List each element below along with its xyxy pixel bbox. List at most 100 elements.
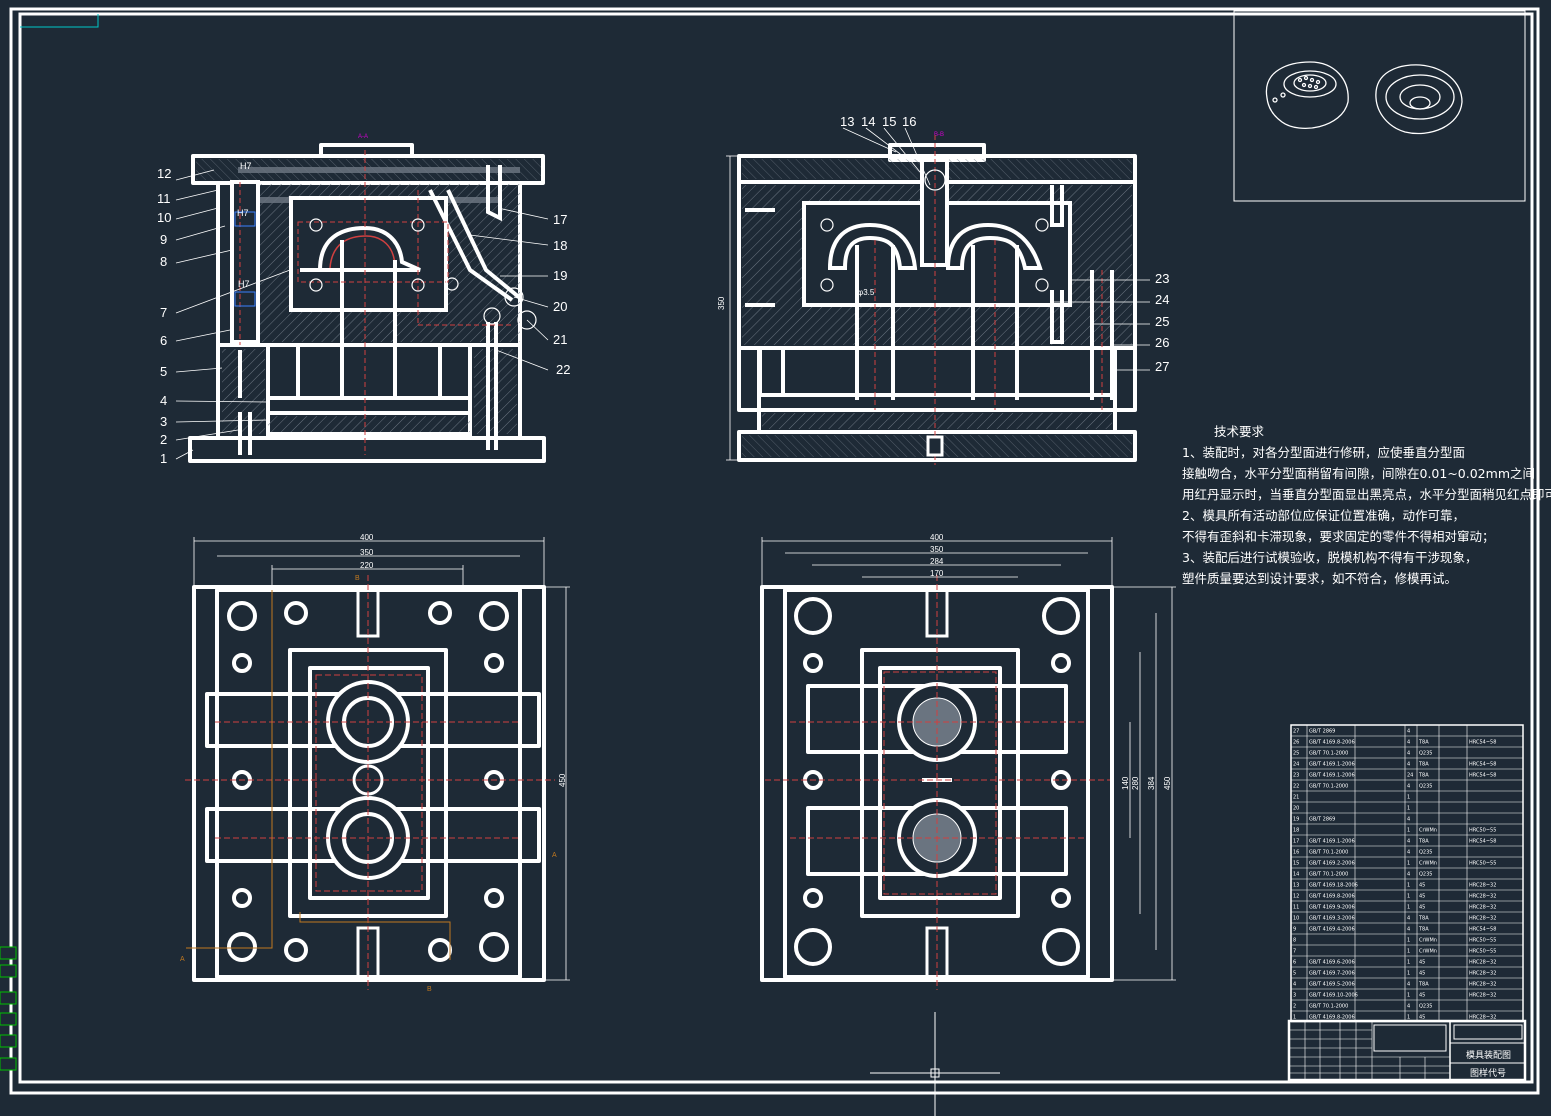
bom-cell: T8A — [1418, 927, 1429, 933]
bom-cell: 45 — [1419, 883, 1425, 889]
bom-cell: 1 — [1407, 1015, 1410, 1021]
section-view-a-a: A-A — [157, 134, 570, 466]
bom-cell: 4 — [1407, 839, 1410, 845]
callout-26: 26 — [1155, 335, 1169, 350]
section-tag-b: B-B — [934, 132, 944, 138]
bom-cell: HRC50~55 — [1469, 949, 1496, 955]
callout-23: 23 — [1155, 271, 1169, 286]
bom-cell: 27 — [1293, 729, 1299, 735]
bom-cell: 45 — [1419, 960, 1425, 966]
bom-cell: GB/T 70.1-2000 — [1309, 784, 1348, 790]
dim-plan-right-280: 280 — [1131, 776, 1140, 790]
bom-cell: GB/T 2869 — [1309, 729, 1335, 735]
bom-cell: T8A — [1418, 773, 1429, 779]
title-block: 模具装配图 图样代号 — [1287, 1019, 1527, 1082]
callout-17: 17 — [553, 212, 567, 227]
bom-cell: 7 — [1293, 949, 1296, 955]
bom-cell: Q235 — [1419, 784, 1432, 790]
bom-row: 27 GB/T 2869 4 — [1291, 729, 1523, 737]
bom-cell: GB/T 4169.7-2006 — [1309, 971, 1355, 977]
bom-cell: HRC28~32 — [1469, 993, 1496, 999]
callout-19: 19 — [553, 268, 567, 283]
view-mark-a-2: A — [552, 852, 557, 859]
section-view-b-b: B-B — [717, 114, 1169, 465]
dim-plan-right-170: 170 — [930, 569, 944, 578]
bom-cell: 4 — [1407, 762, 1410, 768]
bom-cell: HRC28~32 — [1469, 905, 1496, 911]
bom-cell: 1 — [1407, 960, 1410, 966]
left-edge-tabs — [0, 946, 17, 1071]
dim-plan-right-284: 284 — [930, 557, 944, 566]
callout-6: 6 — [160, 333, 167, 348]
section-tag-a: A-A — [358, 134, 368, 140]
callout-21: 21 — [553, 332, 567, 347]
bom-cell: GB/T 4169.9-2006 — [1309, 905, 1355, 911]
bom-cell: Q235 — [1419, 1004, 1432, 1010]
tech-line-1: 1、装配时，对各分型面进行修研，应使垂直分型面 — [1182, 445, 1465, 460]
bom-cell: GB/T 4169.5-2006 — [1309, 982, 1355, 988]
bom-cell: 45 — [1419, 905, 1425, 911]
bom-cell: GB/T 70.1-2000 — [1309, 1004, 1348, 1010]
dim-part-hole: φ3.5 — [858, 288, 875, 297]
bom-cell: 1 — [1407, 894, 1410, 900]
callout-7: 7 — [160, 305, 167, 320]
dim-plan-left-400: 400 — [360, 533, 374, 542]
bom-cell: GB/T 4169.2-2006 — [1309, 861, 1355, 867]
callout-11: 11 — [157, 191, 171, 206]
bom-cell: T8A — [1418, 916, 1429, 922]
bom-cell: 9 — [1293, 927, 1296, 933]
bom-cell: Q235 — [1419, 850, 1432, 856]
bom-cell: GB/T 2869 — [1309, 817, 1335, 823]
bom-cell: HRC28~32 — [1469, 1015, 1496, 1021]
bom-cell: 4 — [1407, 729, 1410, 735]
bom-cell: T8A — [1418, 982, 1429, 988]
dim-plan-right-350: 350 — [930, 545, 944, 554]
tech-line-7: 塑件质量要达到设计要求，如不符合，修模再试。 — [1182, 571, 1457, 586]
technical-requirements: 技术要求 1、装配时，对各分型面进行修研，应使垂直分型面 接触吻合，水平分型面稍… — [1182, 424, 1551, 586]
isometric-preview — [1233, 10, 1526, 202]
bom-cell: 18 — [1293, 828, 1299, 834]
plan-view-fixed-half: 400 350 220 450 A A B B — [180, 533, 570, 993]
callout-18: 18 — [553, 238, 567, 253]
bom-cell: 8 — [1293, 938, 1296, 944]
tech-line-6: 3、装配后进行试模验收，脱模机构不得有干涉现象， — [1182, 550, 1477, 565]
part-preview-back-icon — [1375, 64, 1463, 135]
view-mark-a-1: A — [180, 956, 185, 963]
bom-cell: GB/T 4169.1-2006 — [1309, 762, 1355, 768]
bom-cell: 2 — [1293, 1004, 1296, 1010]
bom-cell: GB/T 70.1-2000 — [1309, 751, 1348, 757]
dim-plan-right-400: 400 — [930, 533, 944, 542]
bom-cell: 14 — [1293, 872, 1299, 878]
bom-cell: 3 — [1293, 993, 1296, 999]
bom-cell: 4 — [1293, 982, 1296, 988]
callout-25: 25 — [1155, 314, 1169, 329]
bom-cell: HRC28~32 — [1469, 883, 1496, 889]
bom-cell: HRC50~55 — [1469, 828, 1496, 834]
bom-cell: GB/T 4169.6-2006 — [1309, 960, 1355, 966]
bom-cell: 4 — [1407, 817, 1410, 823]
dim-plan-left-220: 220 — [360, 561, 374, 570]
bom-cell: 24 — [1407, 773, 1413, 779]
bom-cell: HRC28~32 — [1469, 971, 1496, 977]
bom-cell: 21 — [1293, 795, 1299, 801]
bom-cell: Q235 — [1419, 872, 1432, 878]
dim-plan-left-450: 450 — [558, 773, 567, 787]
callout-15: 15 — [882, 114, 896, 129]
bom-cell: HRC54~58 — [1469, 927, 1496, 933]
bom-cell: GB/T 4169.8-2006 — [1309, 740, 1355, 746]
bom-cell: 13 — [1293, 883, 1299, 889]
bom-cell: 11 — [1293, 905, 1299, 911]
